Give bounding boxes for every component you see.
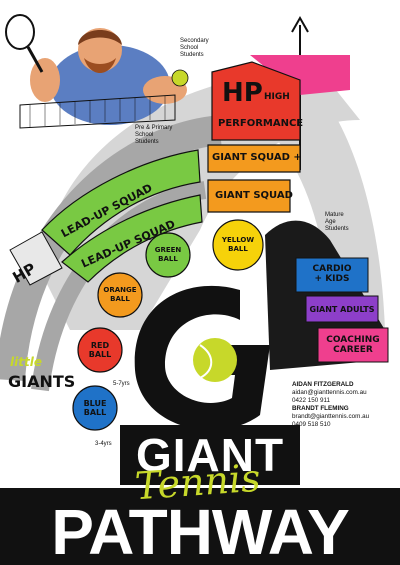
giant-adults-text: GIANT ADULTS — [309, 305, 375, 314]
coaching-career-box — [317, 327, 389, 363]
giant-squad-plus-text: GIANT SQUAD + — [212, 152, 302, 163]
lead-up-squad-2-box — [61, 194, 203, 283]
high-text: HIGH — [264, 92, 290, 102]
hp-top-text: HP — [222, 78, 263, 108]
player-body — [50, 45, 170, 125]
contact-name-1: AIDAN FITZGERALD — [292, 381, 354, 388]
blue-ball — [72, 385, 118, 431]
player-arm-left — [30, 58, 60, 102]
yellow-ball — [212, 219, 264, 271]
giant-adults-box — [305, 295, 379, 323]
contact-email-2[interactable]: brandt@gianttennis.com.au — [292, 413, 370, 420]
giant-g-logo — [134, 285, 270, 430]
pathway-bar — [0, 488, 400, 565]
red-ball — [77, 327, 123, 373]
giants-text: GIANTS — [8, 372, 76, 391]
green-ball-label: GREEN BALL — [154, 246, 182, 263]
hp-box-pink — [250, 55, 350, 95]
player-hair — [78, 30, 122, 45]
label-pre-primary: Pre & Primary School Students — [135, 125, 173, 145]
pathway-arrow-head — [291, 15, 309, 33]
tennis-net — [19, 94, 176, 129]
label-mature: Mature Age Students — [325, 212, 349, 232]
giant-squad-text: GIANT SQUAD — [215, 190, 293, 201]
giant-squad-plus-box — [207, 144, 301, 173]
contact-block: AIDAN FITZGERALD aidan@gianttennis.com.a… — [292, 381, 400, 429]
hp-left-box — [9, 231, 63, 286]
cardio-kids-text: CARDIO + KIDS — [312, 264, 352, 284]
g-logo-ball-seam — [199, 344, 213, 379]
blue-ball-label: BLUE BALL — [83, 399, 107, 417]
little-text: little — [10, 355, 42, 369]
yellow-ball-label: YELLOW BALL — [221, 236, 255, 253]
orange-ball-label: ORANGE BALL — [103, 286, 137, 303]
contact-phone-1[interactable]: 0422 150 911 — [292, 397, 331, 404]
player-ball-in-hand — [171, 69, 189, 87]
performance-text: PERFORMANCE — [218, 118, 304, 129]
racquet-handle — [26, 46, 44, 73]
player-cartoon — [5, 14, 189, 129]
brand-giant: GIANT — [135, 429, 285, 481]
coaching-career-text: COACHING CAREER — [326, 335, 380, 355]
contact-phone-2[interactable]: 0409 518 510 — [292, 421, 331, 428]
g-logo-ball — [193, 338, 237, 382]
giant-word-bg — [120, 425, 300, 485]
orange-ball — [97, 272, 143, 318]
age-low-text: 3-4yrs — [95, 441, 112, 447]
green-ball — [145, 232, 191, 278]
lead-up-squad-1-box — [41, 149, 201, 256]
cardio-kids-box — [295, 257, 369, 293]
brand-pathway: PATHWAY — [51, 496, 350, 565]
racquet-head — [5, 14, 35, 50]
tennis-net-mesh — [29, 96, 166, 127]
age-high-text: 5-7yrs — [113, 381, 130, 387]
red-ball-label: RED BALL — [88, 341, 112, 359]
label-secondary: Secondary School Students — [180, 38, 209, 58]
hp-box — [211, 61, 301, 141]
contact-name-2: BRANDT FLEMING — [292, 405, 349, 412]
giant-squad-box — [207, 179, 291, 213]
contact-email-1[interactable]: aidan@gianttennis.com.au — [292, 389, 367, 396]
player-beard — [84, 58, 116, 73]
